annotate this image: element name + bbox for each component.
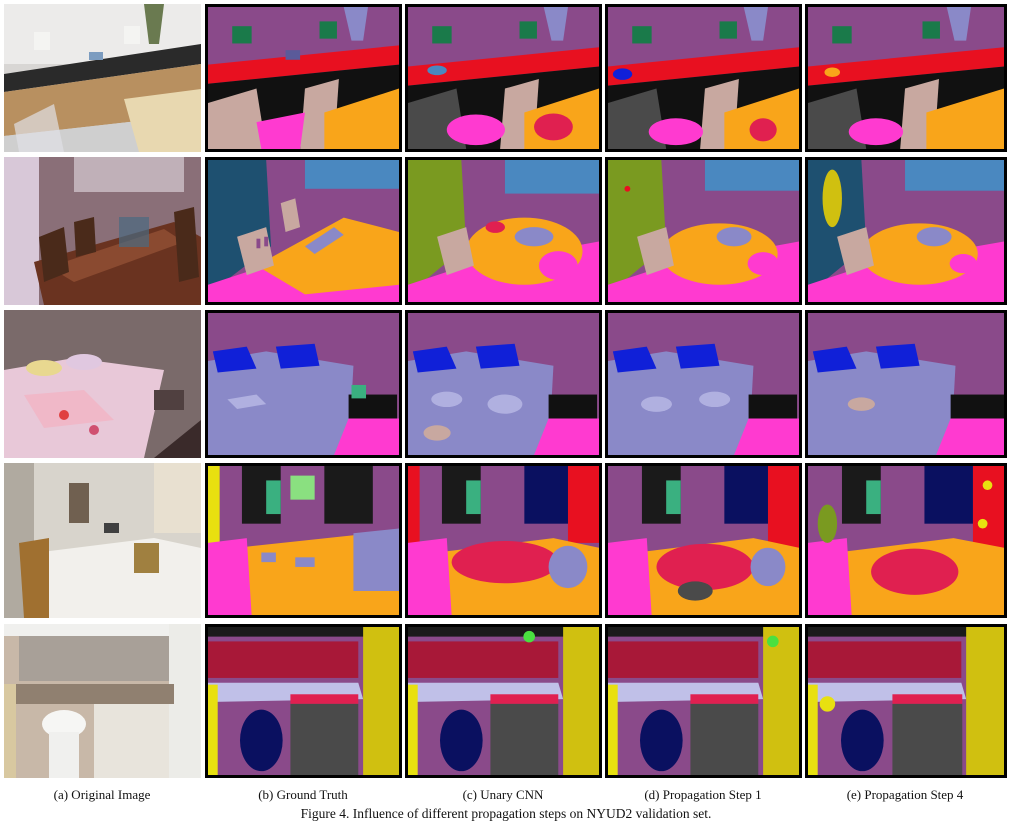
row2-propagation-step-1	[605, 157, 802, 305]
row4-unary-cnn	[405, 463, 602, 618]
row2-ground-truth	[205, 157, 402, 305]
row3-original-image	[4, 310, 201, 458]
row5-unary-cnn	[405, 624, 602, 778]
row2-propagation-step-4	[805, 157, 1007, 305]
row1-unary-cnn	[405, 4, 602, 152]
row1-propagation-step-4	[805, 4, 1007, 152]
row4-original-image	[4, 463, 201, 618]
row4-ground-truth	[205, 463, 402, 618]
row3-ground-truth	[205, 310, 402, 458]
row5-propagation-step-1	[605, 624, 802, 778]
column-label-propagation-step-1: (d) Propagation Step 1	[644, 787, 762, 802]
row1-original-image	[4, 4, 201, 152]
row5-ground-truth	[205, 624, 402, 778]
row5-propagation-step-4	[805, 624, 1007, 778]
row1-ground-truth	[205, 4, 402, 152]
row2-unary-cnn	[405, 157, 602, 305]
row4-propagation-step-1	[605, 463, 802, 618]
row3-propagation-step-1	[605, 310, 802, 458]
row5-original-image	[4, 624, 201, 778]
column-label-propagation-step-4: (e) Propagation Step 4	[846, 787, 964, 802]
column-label-unary-cnn: (c) Unary CNN	[462, 787, 544, 802]
row4-propagation-step-4	[805, 463, 1007, 618]
row2-original-image	[4, 157, 201, 305]
column-label-original-image: (a) Original Image	[53, 787, 151, 802]
row1-propagation-step-1	[605, 4, 802, 152]
row3-unary-cnn	[405, 310, 602, 458]
figure-caption: Figure 4. Influence of different propaga…	[300, 806, 712, 821]
column-label-ground-truth: (b) Ground Truth	[258, 787, 348, 802]
row3-propagation-step-4	[805, 310, 1007, 458]
